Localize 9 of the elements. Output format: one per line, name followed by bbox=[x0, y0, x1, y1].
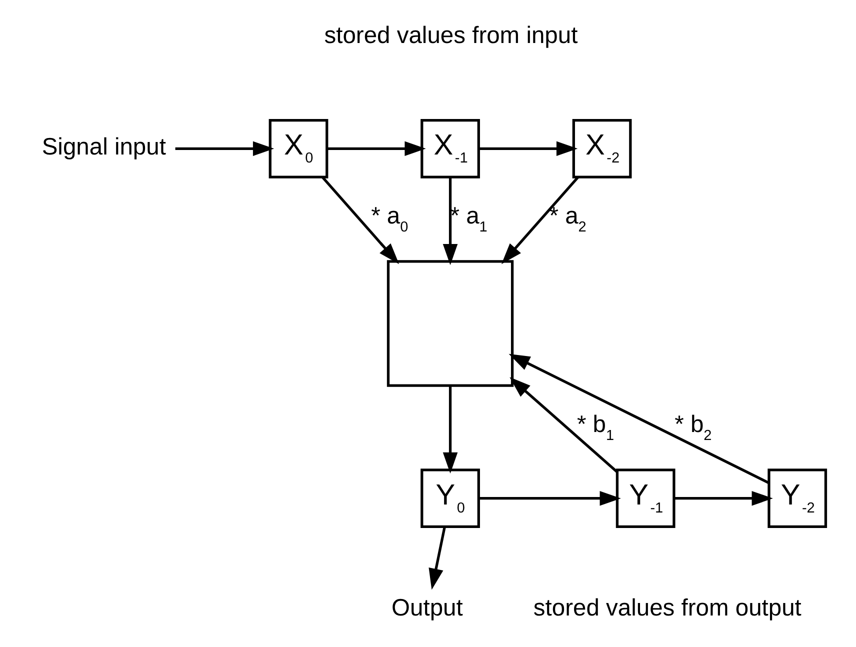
label: stored values from output bbox=[532, 594, 801, 622]
edge-label: * b$_{2}$ bbox=[674, 411, 712, 444]
label: stored values from input bbox=[324, 22, 578, 49]
node-text: Output bbox=[391, 594, 462, 622]
edge-label: * a$_{0}$ bbox=[370, 202, 408, 236]
edge-label: * a$_{1}$ bbox=[450, 202, 487, 236]
node-text: Signal input bbox=[41, 133, 166, 160]
edge-label: * a$_{2}$ bbox=[548, 202, 586, 236]
edge-label: * b$_{1}$ bbox=[576, 411, 614, 444]
